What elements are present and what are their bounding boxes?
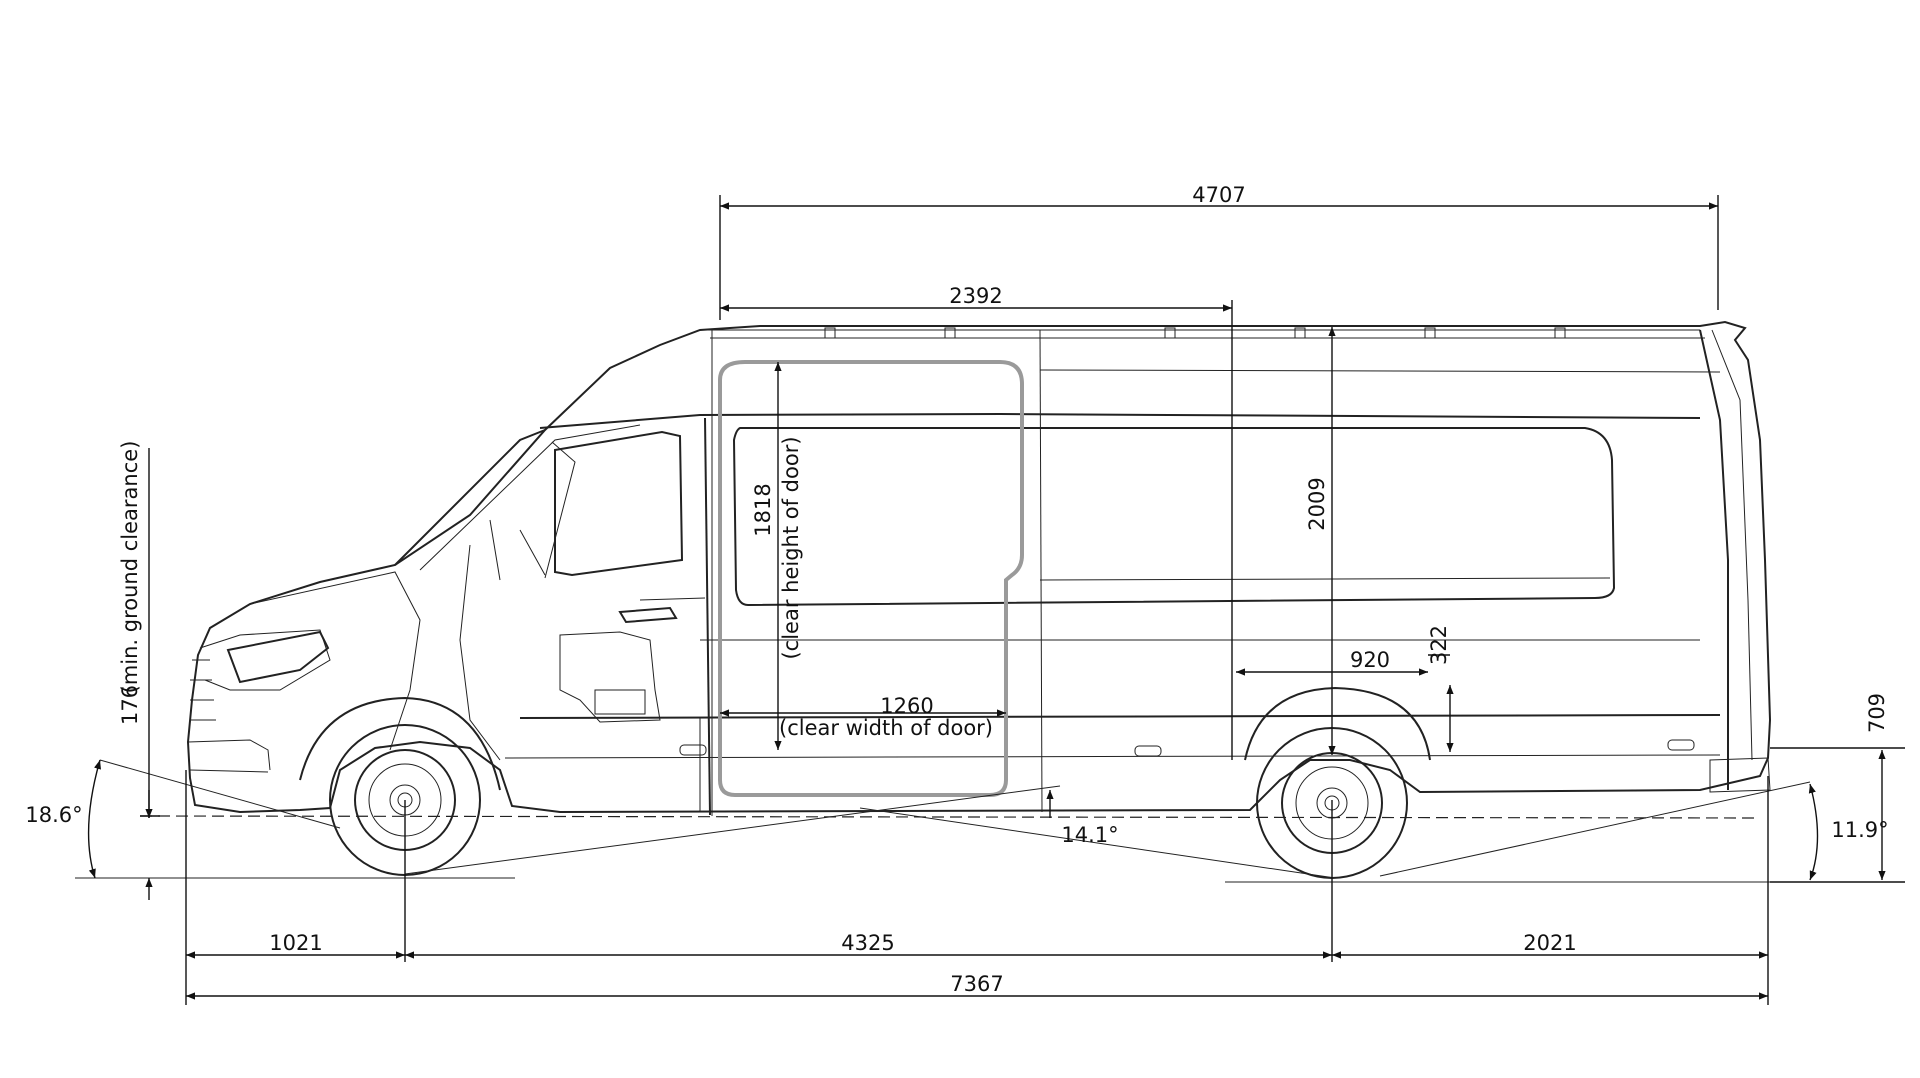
rear-overhang-label: 2021 bbox=[1523, 931, 1576, 955]
wheel-arch-width-label: 920 bbox=[1350, 648, 1390, 672]
van-outline bbox=[186, 320, 1772, 816]
door-width-label: 1260 bbox=[880, 694, 933, 718]
approach-angle-arc bbox=[87, 759, 101, 879]
door-height-label: 1818 bbox=[751, 483, 775, 536]
rear-load-height-label: 709 bbox=[1865, 693, 1889, 733]
departure-angle-label: 11.9° bbox=[1831, 818, 1888, 842]
door-width-note: (clear width of door) bbox=[779, 716, 993, 740]
ground-clearance-note: (min. ground clearance) bbox=[118, 441, 142, 694]
approach-angle-label: 18.6° bbox=[25, 803, 82, 827]
wheelbase-label: 4325 bbox=[841, 931, 894, 955]
sliding-door-outline bbox=[718, 360, 1024, 797]
ground-clearance-label: 176 bbox=[118, 685, 142, 725]
ramp-angle-line-front bbox=[404, 785, 1061, 875]
ground-line bbox=[75, 877, 1770, 883]
approach-angle-line bbox=[99, 759, 341, 829]
overall-length-label: 7367 bbox=[950, 972, 1003, 996]
axle-baseline bbox=[139, 815, 1761, 819]
wheel-arch-height-label: 322 bbox=[1427, 625, 1451, 665]
interior-height-label: 2009 bbox=[1305, 477, 1329, 530]
ramp-angle-line-rear bbox=[859, 807, 1336, 879]
cargo-length-label: 4707 bbox=[1192, 183, 1245, 207]
departure-angle-arc bbox=[1808, 783, 1819, 881]
ramp-angle-label: 14.1° bbox=[1061, 823, 1118, 847]
departure-angle-line bbox=[1379, 781, 1811, 877]
door-height-note: (clear height of door) bbox=[779, 436, 803, 659]
door-offset-label: 2392 bbox=[949, 284, 1002, 308]
front-overhang-label: 1021 bbox=[269, 931, 322, 955]
